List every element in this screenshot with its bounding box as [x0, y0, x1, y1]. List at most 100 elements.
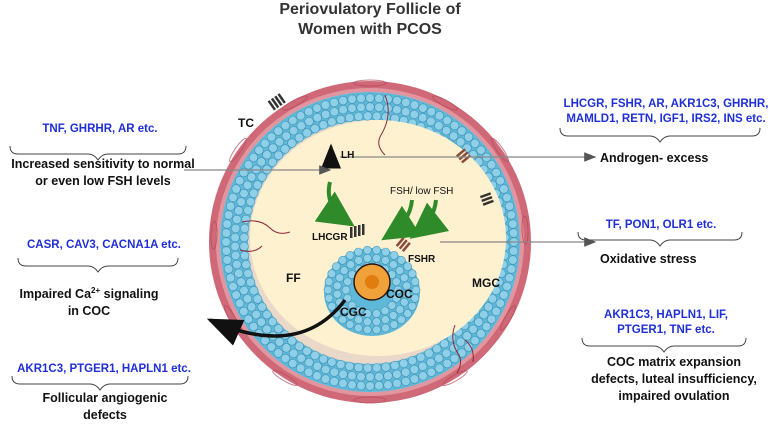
cumulus-cell	[407, 269, 417, 279]
granulosa-cell	[296, 121, 306, 131]
cumulus-cell	[338, 315, 347, 325]
cumulus-cell	[393, 285, 403, 295]
granulosa-cell	[243, 160, 253, 170]
cumulus-cell	[363, 325, 372, 335]
granulosa-cell	[236, 197, 246, 207]
cumulus-cell	[327, 301, 337, 311]
granulosa-cell	[401, 97, 411, 108]
cumulus-cell	[397, 255, 406, 265]
left-effect-2: Impaired Ca2+ signaling in COC	[19, 286, 159, 319]
granulosa-cell	[464, 342, 474, 352]
granulosa-cell	[468, 324, 478, 334]
cumulus-cell	[399, 273, 409, 283]
granulosa-cell	[424, 348, 434, 358]
granulosa-cell	[456, 337, 466, 347]
granulosa-cell	[302, 346, 312, 356]
cumulus-cell	[354, 323, 363, 333]
granulosa-cell	[247, 172, 257, 182]
granulosa-cell	[418, 113, 428, 123]
granulosa-cell	[249, 188, 259, 198]
granulosa-cell	[338, 95, 348, 106]
cumulus-cell	[324, 293, 334, 303]
granulosa-cell	[365, 372, 375, 382]
cumulus-cell	[395, 266, 405, 275]
granulosa-cell	[383, 371, 393, 381]
granulosa-cell	[241, 214, 251, 224]
granulosa-cell	[273, 324, 284, 334]
granulosa-cell	[248, 152, 259, 162]
fsh-green-arrow-2	[409, 199, 450, 239]
granulosa-cell	[374, 93, 384, 103]
granulosa-cell	[312, 361, 322, 371]
cumulus-cell	[345, 320, 355, 329]
left-genes-1: TNF, GHRHR, AR etc.	[42, 123, 158, 135]
brace-left-3	[11, 375, 189, 391]
granulosa-cell	[296, 363, 306, 373]
cumulus-cell	[389, 320, 399, 329]
granulosa-cell	[239, 241, 249, 252]
label-ff: FF	[286, 271, 301, 285]
granulosa-cell	[372, 363, 382, 373]
cumulus-cell	[410, 277, 420, 287]
lh-green-arrow	[314, 181, 355, 227]
granulosa-cell	[242, 294, 253, 304]
cumulus-cell	[354, 306, 364, 316]
granulosa-cell	[321, 364, 331, 375]
granulosa-cell	[502, 281, 512, 292]
granulosa-cell	[356, 372, 366, 382]
label-fshr: FSHR	[408, 254, 436, 265]
granulosa-cell	[304, 357, 314, 368]
granulosa-cell	[235, 298, 245, 308]
granulosa-cell	[474, 317, 484, 327]
granulosa-cell	[470, 138, 480, 148]
granulosa-cell	[499, 184, 509, 194]
cumulus-cell	[392, 277, 401, 287]
granulosa-cell	[336, 359, 346, 370]
granulosa-cell	[231, 223, 241, 234]
cumulus-cell	[354, 256, 363, 265]
diagram-title: Periovulatory Follicle of Women with PCO…	[230, 0, 510, 40]
granulosa-cell	[243, 268, 253, 279]
granulosa-cell	[329, 97, 339, 108]
granulosa-cell	[409, 364, 419, 375]
granulosa-cell	[432, 344, 442, 354]
granulosa-cell	[225, 273, 236, 283]
granulosa-cell	[381, 362, 391, 372]
granulosa-cell	[231, 184, 241, 194]
granulosa-cell	[274, 337, 285, 347]
granulosa-cell	[434, 353, 444, 363]
granulosa-cell	[491, 306, 501, 317]
cumulus-cell	[402, 281, 412, 291]
granulosa-cell	[374, 381, 384, 391]
cumulus-cell	[397, 315, 406, 325]
granulosa-cell	[401, 367, 411, 377]
granulosa-cell	[235, 176, 245, 186]
cumulus-cell	[323, 285, 333, 295]
cumulus-cell	[339, 266, 349, 275]
granulosa-cell	[365, 381, 375, 391]
cumulus-cell	[345, 251, 355, 260]
granulosa-cell	[289, 348, 299, 358]
granulosa-cell	[222, 219, 232, 229]
granulosa-cell	[304, 367, 314, 377]
cumulus-cell	[324, 277, 334, 287]
granulosa-cell	[409, 109, 419, 120]
granulosa-cell	[289, 126, 299, 136]
granulosa-cell	[374, 102, 384, 112]
granulosa-cell	[224, 210, 234, 220]
granulosa-cell	[296, 353, 306, 363]
label-lhcgr: LHCGR	[312, 232, 348, 243]
granulosa-cell	[242, 180, 253, 190]
granulosa-cell	[280, 120, 291, 131]
granulosa-cell	[426, 367, 436, 377]
granulosa-cell	[280, 353, 291, 364]
granulosa-cell	[240, 223, 250, 233]
granulosa-cell	[327, 357, 337, 367]
granulosa-cell	[441, 126, 452, 136]
granulosa-cell	[274, 137, 285, 147]
granulosa-cell	[257, 302, 267, 312]
granulosa-cell	[247, 302, 257, 312]
brace-right-1	[559, 127, 761, 143]
granulosa-cell	[356, 102, 366, 112]
